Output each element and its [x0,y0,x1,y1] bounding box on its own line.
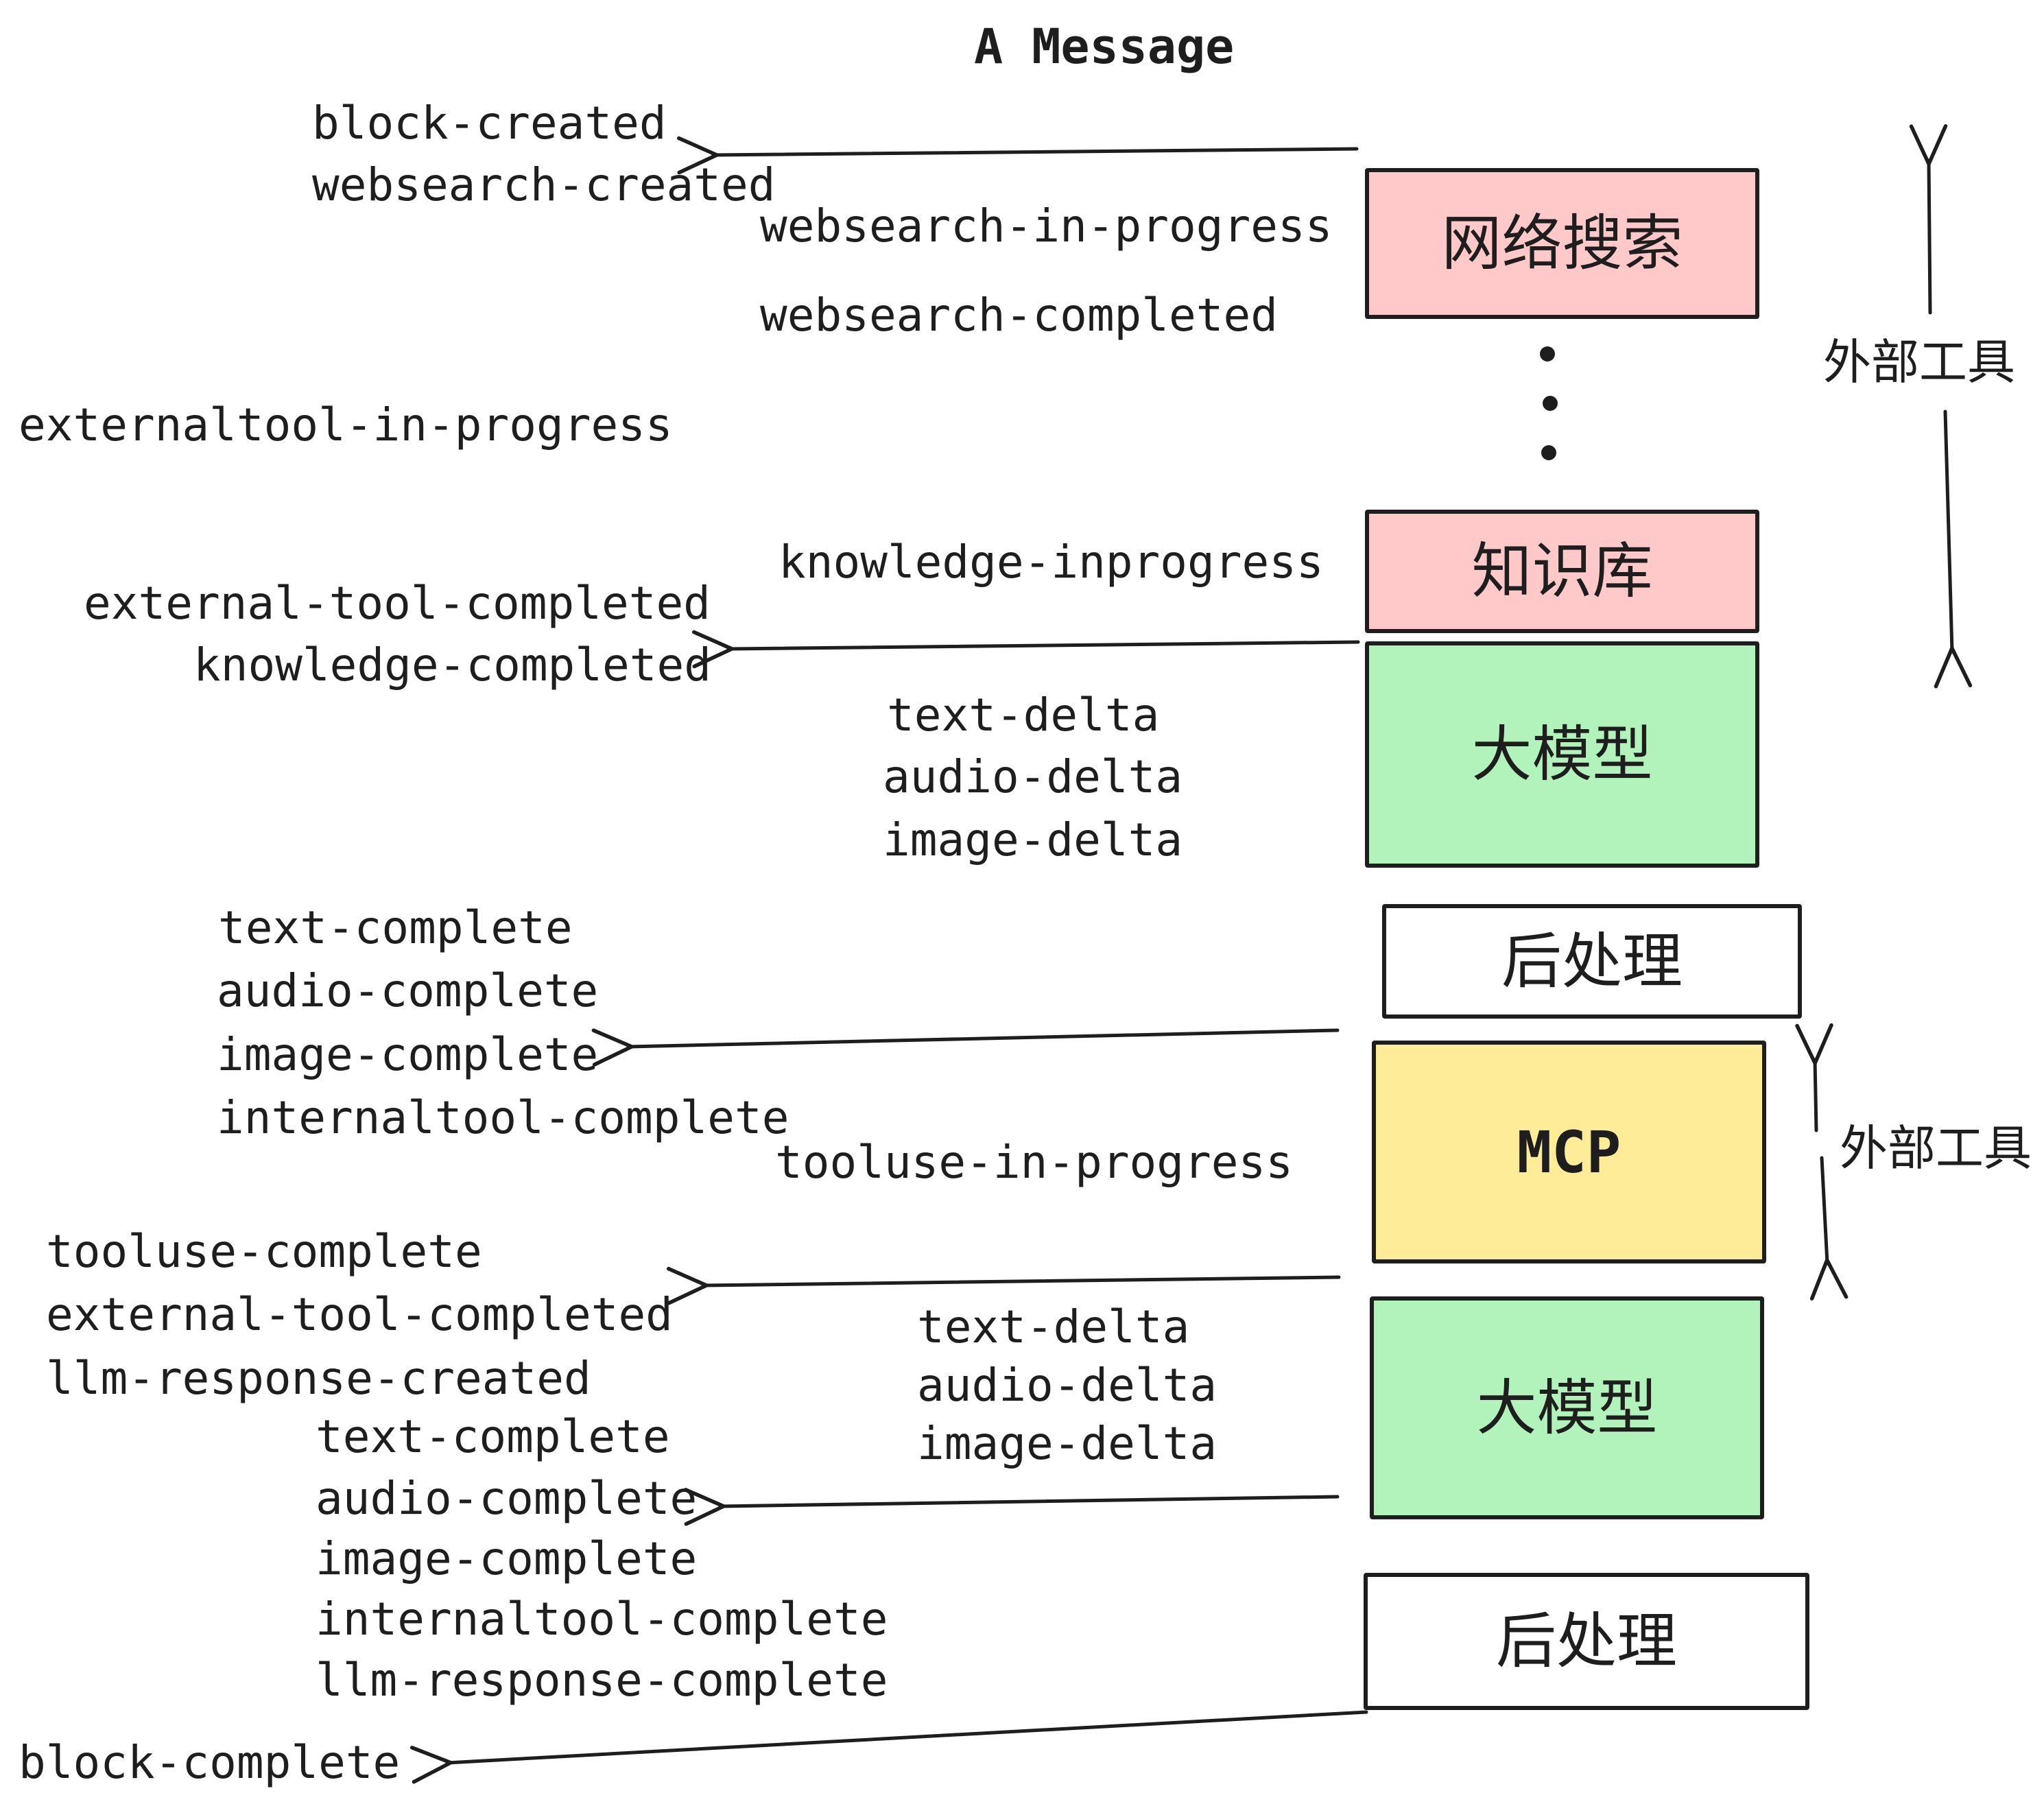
event-text-delta-2: text-delta [917,1301,1190,1353]
event-external-tool-completed-2: external-tool-completed [46,1288,673,1341]
arrow-tooluse-complete [666,1266,1341,1305]
event-image-complete: image-complete [217,1028,599,1081]
event-websearch-completed: websearch-completed [760,289,1278,342]
event-internaltool-complete: internaltool-complete [217,1091,789,1144]
event-externaltool-in-progress: externaltool-in-progress [19,399,673,451]
node-knowledge: 知识库 [1365,510,1759,633]
event-block-complete: block-complete [19,1736,401,1789]
ellipsis-dots [1540,346,1558,460]
event-image-complete-2: image-complete [316,1532,698,1585]
event-audio-delta-2: audio-delta [917,1359,1217,1412]
node-llm-2: 大模型 [1370,1296,1764,1519]
label-external-tools-upper: 外部工具 [1823,334,2015,390]
arrow-internal-complete [591,1028,1340,1067]
event-text-complete-2: text-complete [316,1410,670,1463]
node-websearch: 网络搜索 [1365,168,1759,319]
arrow-external-tools-down [1934,410,1973,689]
event-knowledge-completed: knowledge-completed [193,639,711,691]
arrow-block-complete [409,1710,1368,1784]
event-websearch-in-progress: websearch-in-progress [760,200,1333,252]
event-llm-response-created: llm-response-created [46,1352,591,1405]
event-audio-delta: audio-delta [883,750,1183,803]
arrow-mcp-external-down [1809,1156,1849,1301]
node-postprocess: 后处理 [1382,904,1802,1019]
event-tooluse-complete: tooluse-complete [46,1225,482,1278]
event-llm-response-complete: llm-response-complete [316,1654,888,1707]
arrow-knowledge-completed [691,630,1360,669]
event-image-delta-2: image-delta [917,1417,1217,1470]
arrow-audio-complete [683,1488,1340,1526]
arrow-websearch-created [677,136,1359,175]
event-websearch-created: websearch-created [312,158,776,211]
event-external-tool-completed: external-tool-completed [84,577,711,630]
arrow-mcp-external-up [1795,1023,1833,1132]
event-internaltool-complete-2: internaltool-complete [316,1593,888,1646]
event-text-delta: text-delta [887,689,1160,741]
node-mcp: MCP [1372,1041,1766,1263]
event-audio-complete: audio-complete [217,964,599,1017]
event-image-delta: image-delta [883,814,1183,866]
event-block-created: block-created [312,97,667,150]
event-knowledge-inprogress: knowledge-inprogress [779,536,1324,589]
diagram-title: A Message [974,19,1235,75]
event-tooluse-in-progress: tooluse-in-progress [775,1136,1293,1189]
node-llm: 大模型 [1365,641,1759,868]
node-postprocess-2: 后处理 [1364,1573,1809,1710]
event-audio-complete-2: audio-complete [316,1472,698,1525]
label-external-tools-lower: 外部工具 [1840,1120,2032,1176]
arrow-external-tools-up [1909,124,1948,315]
event-text-complete: text-complete [218,901,573,954]
